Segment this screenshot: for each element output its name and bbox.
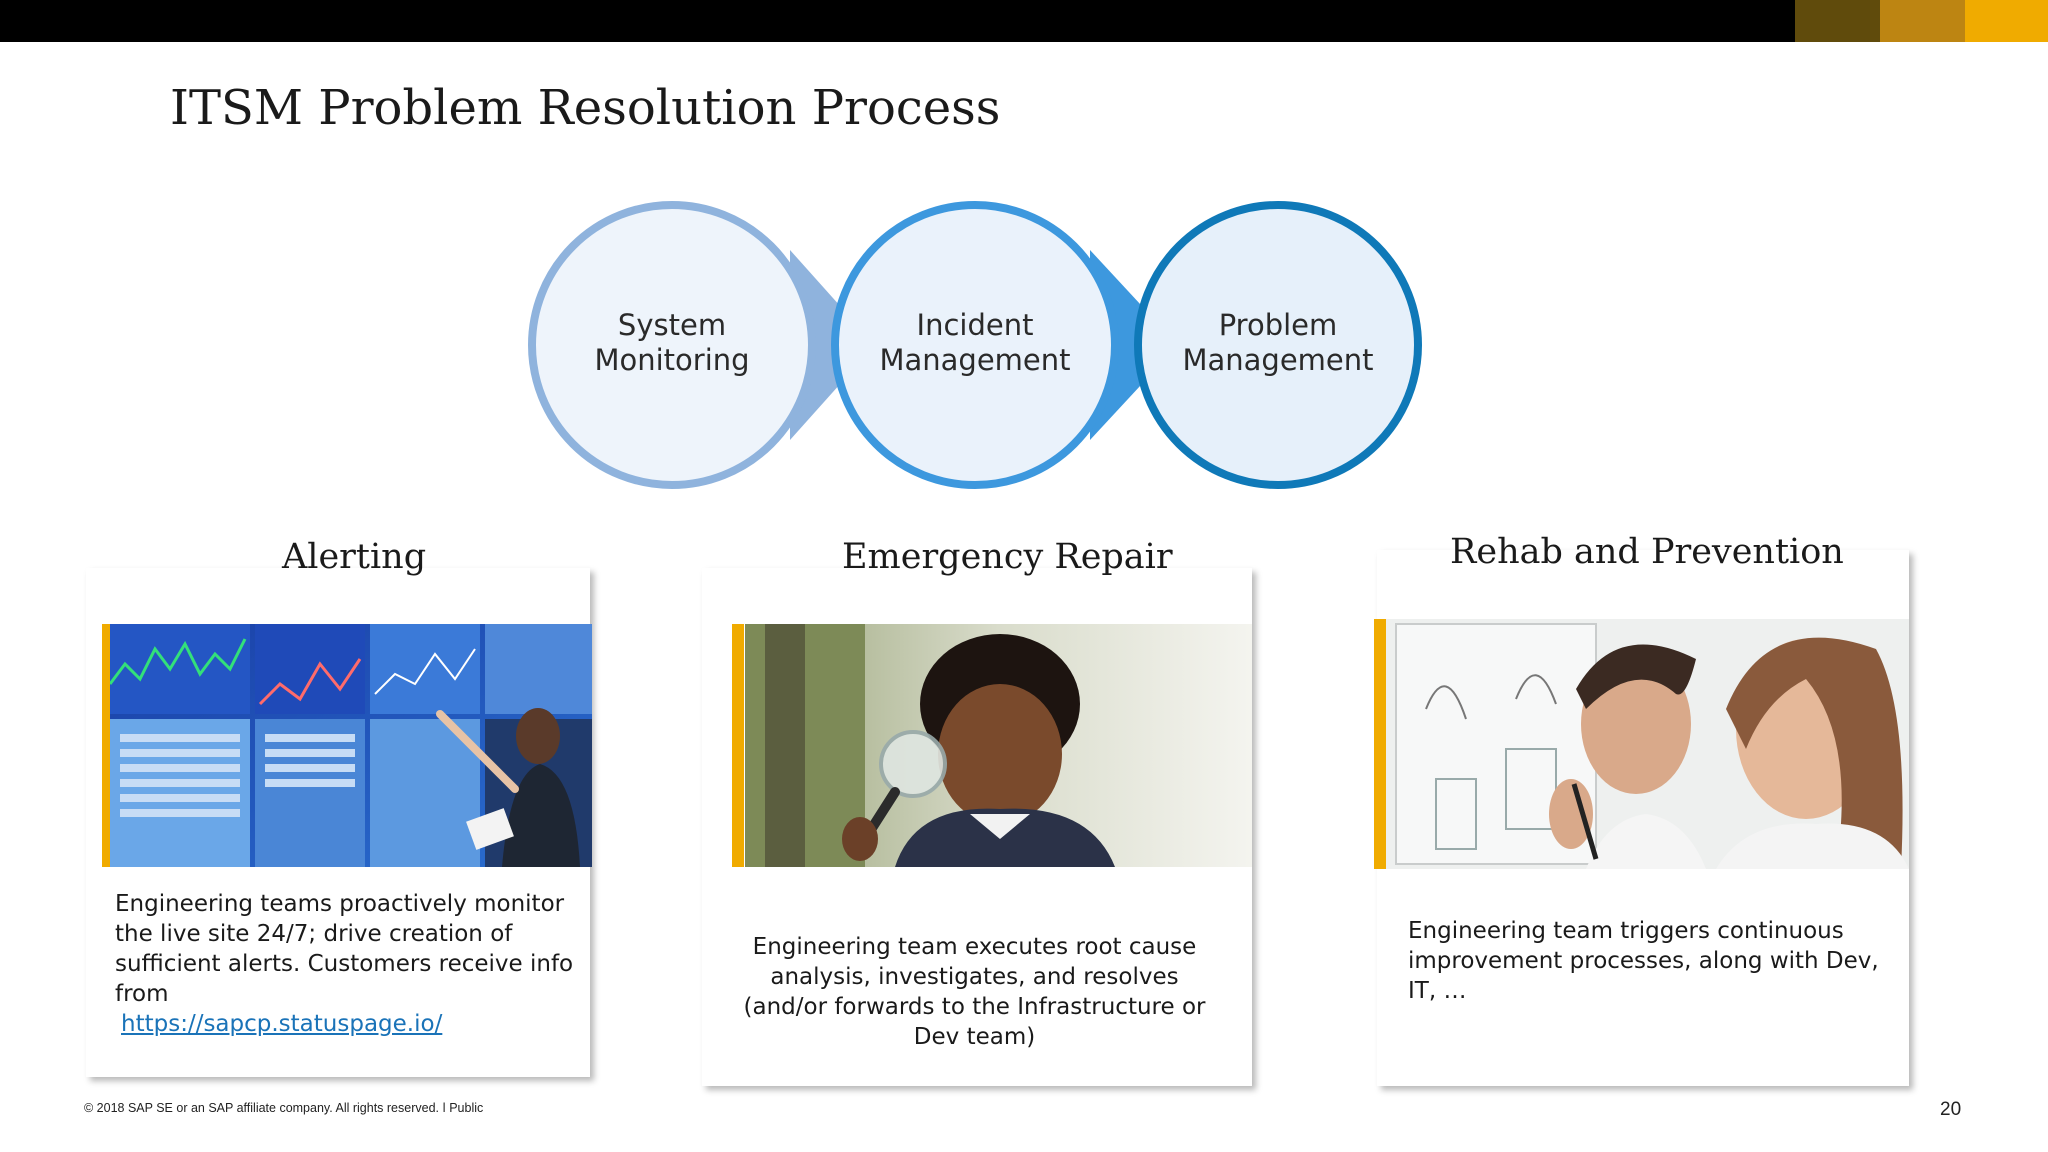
- step-2-line-1: Incident: [916, 308, 1034, 342]
- step-1-line-2: Monitoring: [594, 343, 750, 377]
- page-number: 20: [1940, 1099, 1962, 1120]
- card-text-emergency-repair: Engineering team executes root cause ana…: [743, 934, 1206, 1050]
- alerting-photo: [110, 624, 592, 867]
- top-bar-accent-gold: [1965, 0, 2048, 42]
- step-label-incident-management: Incident Management: [845, 308, 1105, 378]
- card-title-emergency-repair: Emergency Repair: [842, 537, 1173, 577]
- statuspage-link[interactable]: https://sapcp.statuspage.io/: [121, 1011, 443, 1037]
- alerting-description: Engineering teams proactively monitor th…: [115, 891, 574, 1007]
- card-text-alerting: Engineering teams proactively monitor th…: [115, 889, 575, 1039]
- slide-title: ITSM Problem Resolution Process: [170, 80, 1001, 136]
- team-whiteboard-image: [1386, 619, 1909, 869]
- top-bar-accent-dark: [1795, 0, 1880, 42]
- card-title-rehab-prevention: Rehab and Prevention: [1450, 532, 1844, 572]
- emergency-repair-accent-bar: [732, 624, 744, 867]
- process-flow-diagram: [528, 201, 1422, 489]
- emergency-repair-photo: [745, 624, 1252, 867]
- step-circle-system-monitoring: [528, 201, 816, 489]
- top-bar: [0, 0, 2048, 42]
- rehab-prevention-accent-bar: [1374, 619, 1386, 869]
- step-1-line-1: System: [617, 308, 727, 342]
- step-circle-incident-management: [831, 201, 1119, 489]
- card-text-rehab-prevention: Engineering team triggers continuous imp…: [1408, 918, 1879, 1004]
- boy-magnifying-glass-image: [745, 624, 1252, 867]
- process-flow: System Monitoring Incident Management Pr…: [520, 190, 1440, 510]
- step-circle-problem-management: [1134, 201, 1422, 489]
- step-label-problem-management: Problem Management: [1148, 308, 1408, 378]
- monitoring-wall-image: [110, 624, 592, 867]
- top-bar-accent-mid: [1880, 0, 1965, 42]
- step-3-line-1: Problem: [1218, 308, 1338, 342]
- rehab-prevention-photo: [1386, 619, 1909, 869]
- step-3-line-2: Management: [1182, 343, 1374, 377]
- card-title-alerting: Alerting: [282, 537, 427, 577]
- step-2-line-2: Management: [879, 343, 1071, 377]
- footer-copyright: © 2018 SAP SE or an SAP affiliate compan…: [84, 1101, 484, 1115]
- alerting-accent-bar: [102, 624, 110, 867]
- step-label-system-monitoring: System Monitoring: [542, 308, 802, 378]
